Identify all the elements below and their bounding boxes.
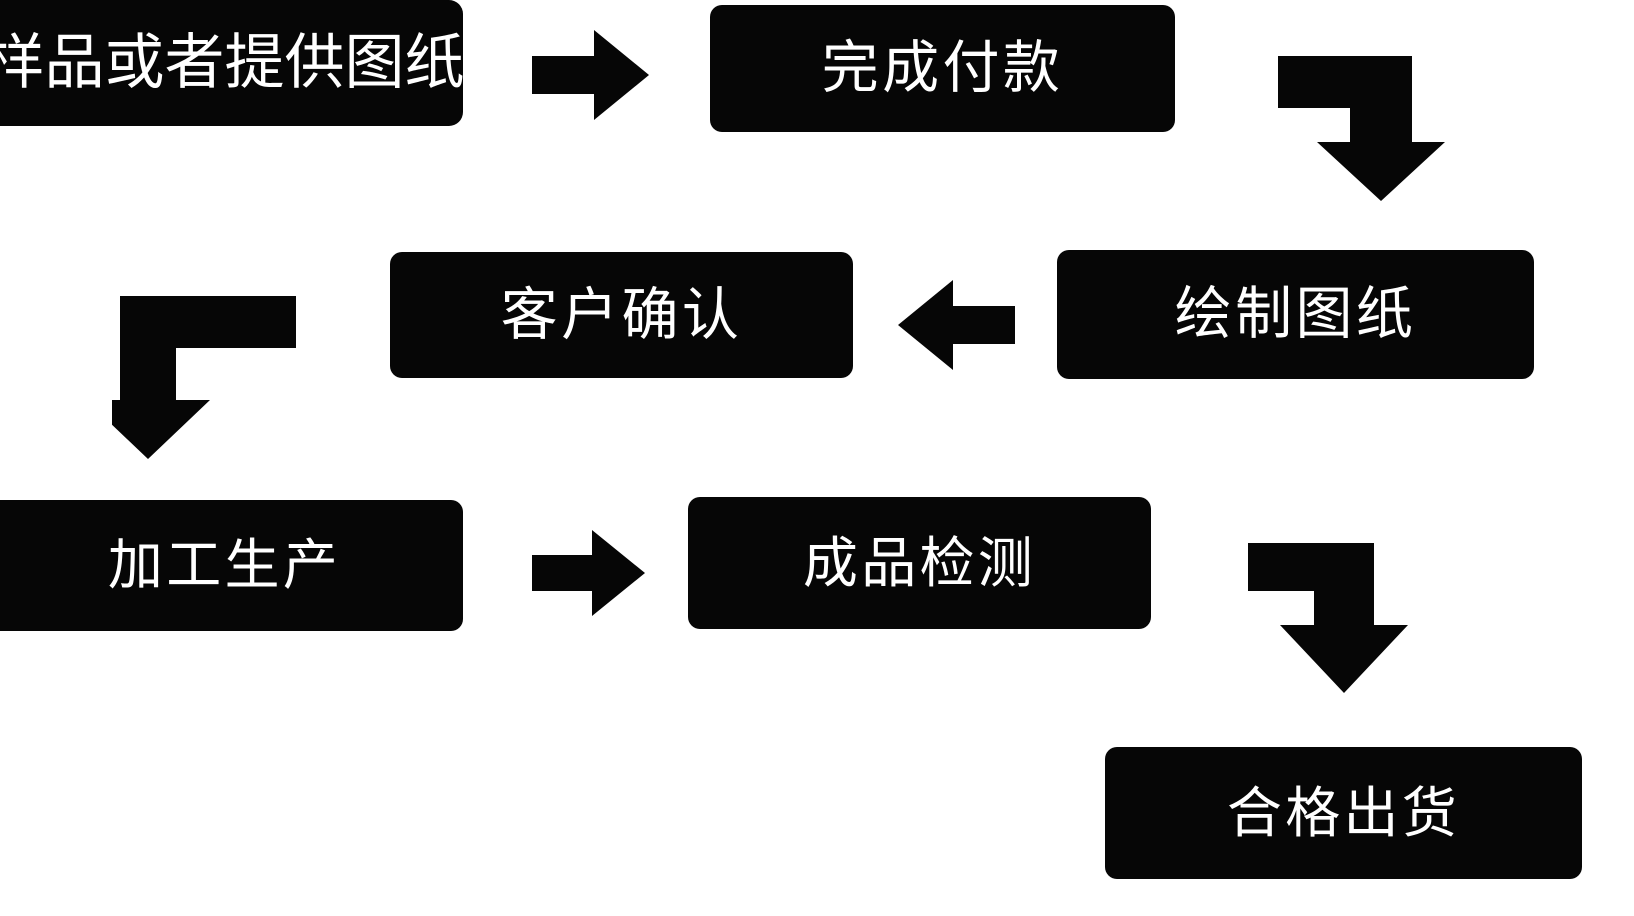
arrow-right-down-elbow-icon	[1240, 535, 1430, 695]
flow-node-customer-confirm[interactable]: 客户确认	[390, 252, 853, 378]
arrow-right-icon	[532, 28, 650, 122]
flow-node-product-inspection[interactable]: 成品检测	[688, 497, 1151, 629]
flow-node-label: 绘制图纸	[1174, 282, 1417, 346]
flow-node-label: 成品检测	[802, 531, 1037, 594]
flow-node-qualified-shipment[interactable]: 合格出货	[1105, 747, 1582, 879]
arrow-left-down-elbow-icon	[112, 290, 302, 460]
arrow-right-icon	[532, 528, 646, 618]
flow-node-label: 合格出货	[1226, 781, 1461, 844]
flow-node-draw-drawing[interactable]: 绘制图纸	[1057, 250, 1534, 379]
flow-node-label: 样品或者提供图纸	[0, 29, 465, 96]
flow-node-sample-or-drawing[interactable]: 样品或者提供图纸	[0, 0, 465, 126]
arrow-right-down-elbow-icon	[1272, 50, 1458, 202]
flow-node-label: 客户确认	[500, 282, 743, 347]
arrow-left-icon	[898, 278, 1016, 372]
flow-node-complete-payment[interactable]: 完成付款	[710, 5, 1175, 132]
flow-node-label: 加工生产	[107, 534, 342, 596]
flow-node-production[interactable]: 加工生产	[0, 500, 463, 631]
flow-node-label: 完成付款	[821, 36, 1064, 100]
